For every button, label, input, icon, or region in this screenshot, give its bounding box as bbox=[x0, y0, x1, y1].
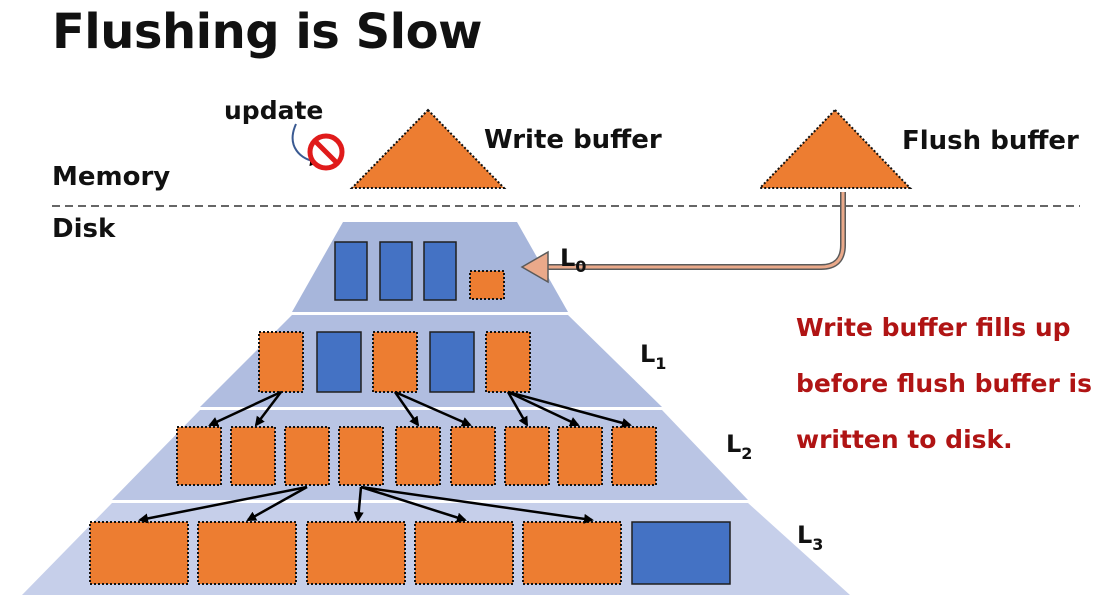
l0-run-2 bbox=[379, 241, 413, 301]
level-label-l3: L3 bbox=[797, 521, 823, 554]
l0-run-3 bbox=[423, 241, 457, 301]
update-label: update bbox=[224, 96, 324, 125]
flush-arrow bbox=[520, 192, 846, 284]
l2-files bbox=[176, 426, 657, 486]
compaction-arrows-l1-l2 bbox=[208, 390, 632, 428]
note-line-1: Write buffer fills up bbox=[796, 313, 1071, 342]
l1-file-4 bbox=[429, 331, 475, 393]
l1-file-3 bbox=[372, 331, 418, 393]
flush-buffer-triangle bbox=[757, 108, 913, 189]
slide-title: Flushing is Slow bbox=[52, 4, 482, 60]
l1-file-1 bbox=[258, 331, 304, 393]
flush-buffer-label: Flush buffer bbox=[902, 126, 1079, 156]
level-label-l2: L2 bbox=[726, 430, 752, 463]
l1-file-5 bbox=[485, 331, 531, 393]
level-label-l1: L1 bbox=[640, 340, 666, 373]
l1-file-2 bbox=[316, 331, 362, 393]
note-line-3: written to disk. bbox=[796, 425, 1013, 454]
level-label-l0: L0 bbox=[560, 244, 586, 276]
write-buffer-triangle bbox=[349, 108, 507, 189]
l0-run-partial bbox=[469, 270, 505, 300]
l0-run-1 bbox=[334, 241, 368, 301]
note-line-2: before flush buffer is bbox=[796, 369, 1092, 398]
memory-label: Memory bbox=[52, 162, 171, 192]
write-buffer-label: Write buffer bbox=[484, 125, 662, 155]
disk-label: Disk bbox=[52, 214, 116, 244]
prohibited-icon bbox=[307, 133, 345, 171]
compaction-arrows-l2-l3 bbox=[138, 485, 594, 524]
